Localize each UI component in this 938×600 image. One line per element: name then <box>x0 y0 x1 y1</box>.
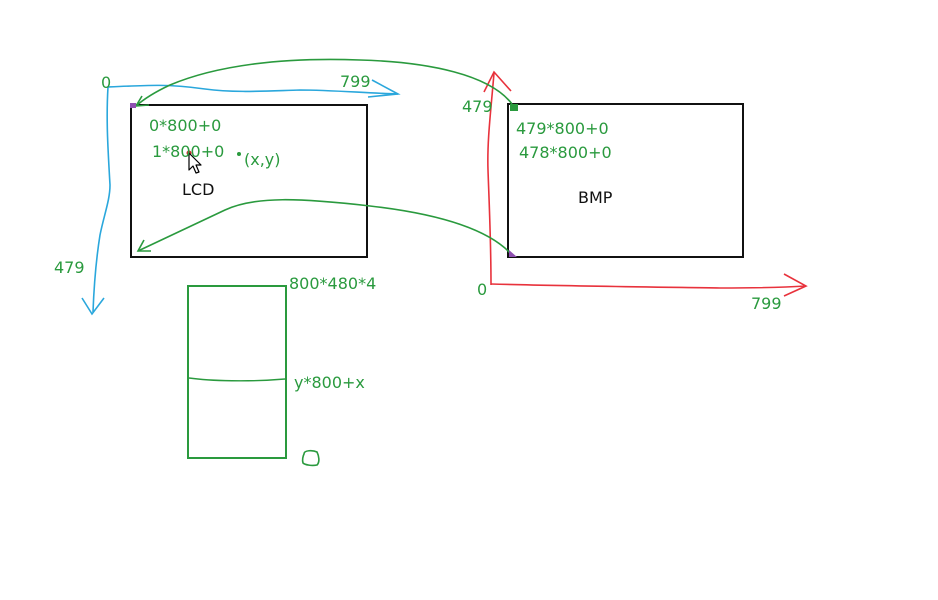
bmp-row478-formula: 478*800+0 <box>519 143 612 162</box>
buffer-frame <box>187 285 287 459</box>
buffer-divider <box>188 377 286 382</box>
lcd-axis-x-start-label: 0 <box>101 73 112 92</box>
mouse-pointer-icon <box>188 152 202 174</box>
mapping-arrow-bottom-head <box>136 239 151 252</box>
lcd-x-axis-arrow <box>107 84 399 95</box>
lcd-y-axis-arrowhead <box>81 297 105 316</box>
bmp-axis-y-top-label: 479 <box>462 97 493 116</box>
small-square-shape <box>301 449 320 467</box>
bmp-bottom-left-marker <box>509 250 517 257</box>
bmp-axis-x-end-label: 799 <box>751 294 782 313</box>
bmp-frame <box>507 103 744 258</box>
bmp-row479-formula: 479*800+0 <box>516 119 609 138</box>
bmp-axis-origin-label: 0 <box>477 280 488 299</box>
mapping-arrow-top <box>135 58 513 107</box>
lcd-y-axis-arrow <box>92 86 111 313</box>
lcd-row0-formula: 0*800+0 <box>149 116 222 135</box>
lcd-frame <box>130 104 368 258</box>
bmp-y-axis-arrow <box>487 72 495 286</box>
lcd-point-label: (x,y) <box>244 150 281 169</box>
point-xy-dot <box>237 152 241 156</box>
lcd-axis-x-end-label: 799 <box>340 72 371 91</box>
mapping-arrow-bottom <box>137 198 513 256</box>
bmp-x-axis-arrowhead <box>783 273 808 297</box>
lcd-title: LCD <box>182 180 215 199</box>
bmp-y-axis-arrowhead <box>483 70 512 93</box>
lcd-x-axis-arrowhead <box>367 79 401 98</box>
bmp-x-axis-arrow <box>490 283 807 289</box>
lcd-axis-y-end-label: 479 <box>54 258 85 277</box>
lcd-origin-marker <box>130 103 136 108</box>
buffer-size-formula: 800*480*4 <box>289 274 377 293</box>
bmp-top-left-marker <box>510 104 518 111</box>
buffer-offset-formula: y*800+x <box>294 373 365 392</box>
bmp-title: BMP <box>578 188 613 207</box>
lcd-row1-formula: 1*800+0 <box>152 142 225 161</box>
